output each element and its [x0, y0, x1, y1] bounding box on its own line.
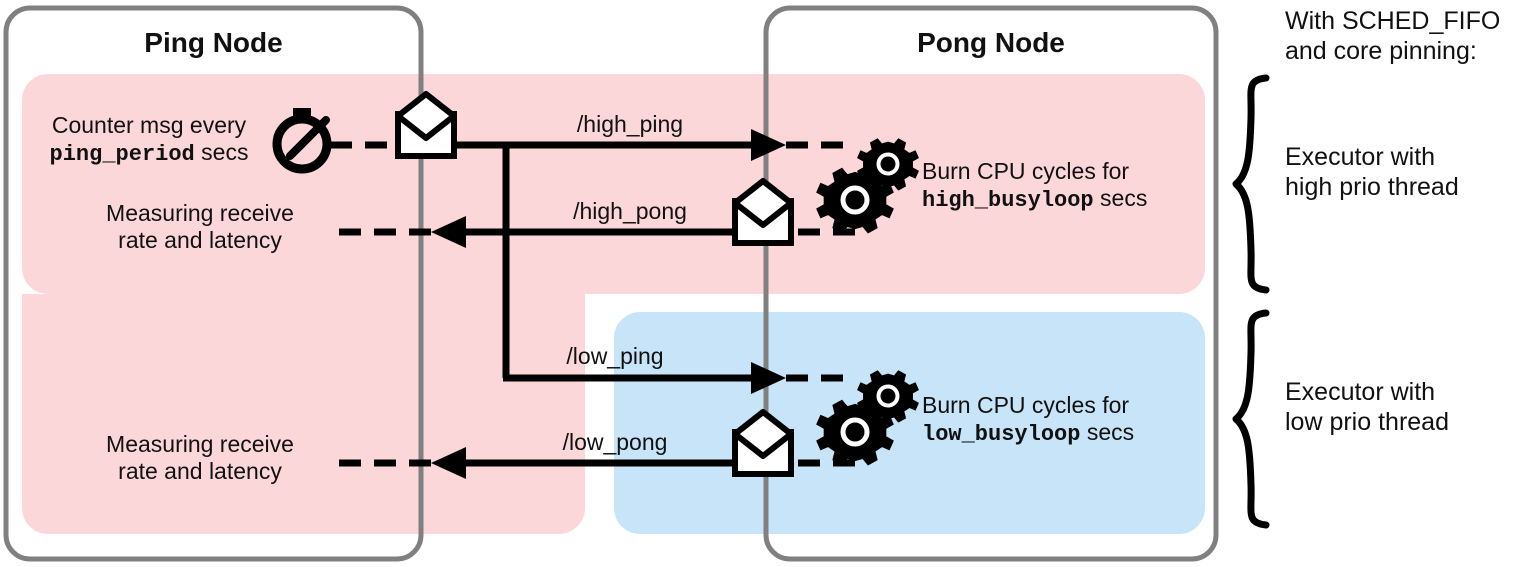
- ping-node-box: [3, 5, 424, 562]
- high-busyloop-tail: secs: [1093, 185, 1148, 212]
- sched-fifo-line1: With SCHED_FIFO: [1285, 7, 1501, 35]
- measure-high-line2: rate and latency: [118, 227, 282, 254]
- measure-low-line2: rate and latency: [118, 458, 282, 485]
- ping-period-param: ping_period: [49, 142, 195, 168]
- ping-period-tail: secs: [194, 139, 249, 166]
- pong-node-box: [763, 5, 1219, 562]
- topic-high-pong: /high_pong: [573, 198, 687, 224]
- flow-low-ping: [503, 362, 855, 394]
- sched-fifo-header: With SCHED_FIFO and core pinning:: [1285, 7, 1520, 66]
- curly-brace-icon-high: [1236, 78, 1266, 290]
- topic-low-pong: /low_pong: [562, 429, 668, 455]
- low-executor-line2: low prio thread: [1285, 407, 1449, 436]
- topic-low-ping: /low_ping: [566, 343, 664, 369]
- topic-high-ping: /high_ping: [576, 111, 684, 137]
- ping-measure-low-note: Measuring receive rate and latency: [75, 431, 325, 485]
- pong-node-title: Pong Node: [917, 27, 1065, 58]
- pong-burn-low-note: Burn CPU cycles for low_busyloop secs: [922, 392, 1212, 448]
- low-prio-band-ping-side: [22, 294, 585, 534]
- ping-timer-note-line1: Counter msg every: [51, 112, 247, 138]
- burn-high-line1: Burn CPU cycles for: [922, 158, 1130, 184]
- measure-low-line1: Measuring receive: [106, 431, 294, 457]
- high-executor-line1: Executor with: [1285, 143, 1436, 171]
- low-executor-label: Executor with low prio thread: [1285, 378, 1520, 437]
- measure-high-line1: Measuring receive: [106, 200, 294, 226]
- high-executor-line2: high prio thread: [1285, 172, 1459, 201]
- burn-low-line1: Burn CPU cycles for: [922, 392, 1130, 418]
- high-executor-label: Executor with high prio thread: [1285, 143, 1520, 202]
- ping-timer-note: Counter msg every ping_period secs: [24, 112, 274, 168]
- ping-node-title: Ping Node: [144, 27, 283, 58]
- ping-measure-high-note: Measuring receive rate and latency: [75, 200, 325, 254]
- pong-burn-high-note: Burn CPU cycles for high_busyloop secs: [922, 158, 1212, 214]
- curly-brace-icon-low: [1236, 313, 1266, 525]
- low-busyloop-tail: secs: [1080, 419, 1135, 446]
- low-executor-line1: Executor with: [1285, 378, 1436, 406]
- sched-fifo-line2: and core pinning:: [1285, 36, 1477, 65]
- high-busyloop-param: high_busyloop: [922, 188, 1094, 214]
- low-busyloop-param: low_busyloop: [922, 422, 1081, 448]
